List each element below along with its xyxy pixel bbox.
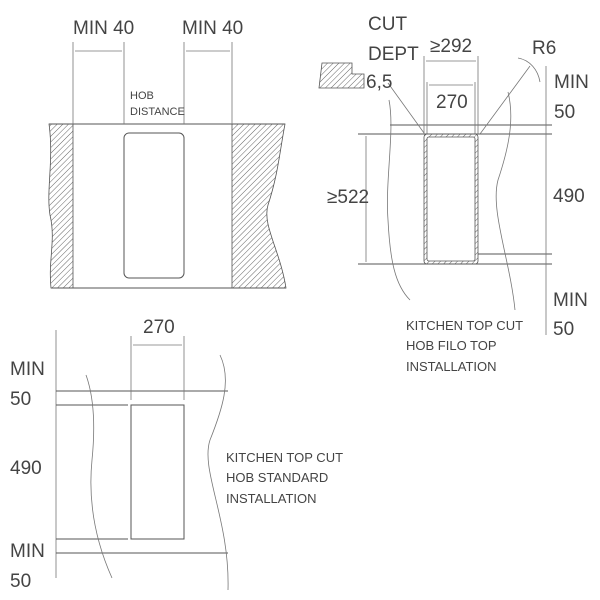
std-caption-line2: HOB STANDARD [226,470,328,485]
min-40-left-label: MIN 40 [73,18,134,39]
cut-depth-value: 6,5 [366,72,392,93]
std-caption-line3: INSTALLATION [226,491,317,506]
top-margin-value: 50 [554,102,575,123]
left-cabinet-hatch [48,123,74,289]
right-cabinet-hatch [231,123,287,289]
standard-installation-drawing: 270 MIN 50 490 MIN 50 KITCHEN TOP CUT HO… [10,317,343,592]
filo-top-drawing: CUT DEPT 6,5 ≥292 270 R6 MIN 50 ≥522 490… [318,14,589,374]
inner-height-label: 490 [553,186,585,207]
std-bottom-margin-min: MIN [10,541,45,562]
std-height-label: 490 [10,458,42,479]
hob-outline [123,132,185,279]
filo-caption-line2: HOB FILO TOP [406,338,497,353]
standard-width-label: 270 [143,317,175,338]
bottom-margin-min: MIN [553,290,588,311]
filo-caption-line3: INSTALLATION [406,359,497,374]
standard-cutout [130,404,185,540]
std-bottom-margin-value: 50 [10,571,31,592]
cut-label: CUT [368,14,407,35]
bottom-margin-value: 50 [553,319,574,340]
std-caption-line1: KITCHEN TOP CUT [226,450,343,465]
filo-caption-line1: KITCHEN TOP CUT [406,318,523,333]
std-top-margin-value: 50 [10,389,31,410]
outer-width-label: ≥292 [430,36,472,57]
top-margin-min: MIN [554,72,589,93]
hob-distance-drawing: MIN 40 MIN 40 HOB DISTANCE [48,18,287,289]
distance-label: DISTANCE [130,106,185,118]
dept-label: DEPT [368,44,419,65]
cut-depth-profile-icon [318,62,365,89]
inner-width-label: 270 [436,92,468,113]
std-top-margin-min: MIN [10,359,45,380]
outer-height-label: ≥522 [327,187,369,208]
radius-label: R6 [532,38,556,59]
min-40-right-label: MIN 40 [182,18,243,39]
hob-label: HOB [130,90,154,102]
